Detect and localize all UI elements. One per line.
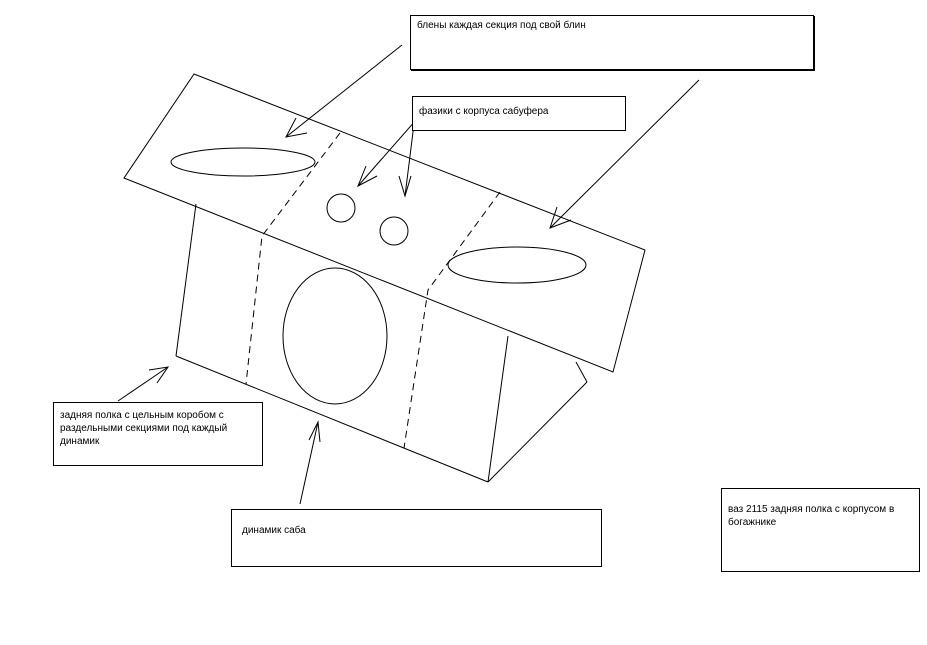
- subwoofer-speaker: [282, 267, 388, 405]
- box-right-edge: [487, 335, 509, 483]
- box-left-edge: [175, 203, 197, 357]
- shelf-panel: [123, 73, 646, 373]
- arrow-pancake-left: [285, 44, 403, 138]
- pancake-speaker-right: [447, 246, 587, 284]
- box-right-back: [575, 361, 588, 383]
- phase-port-2: [379, 216, 409, 246]
- pancake-speaker-left: [170, 147, 316, 177]
- arrow-port-2: [404, 123, 415, 197]
- arrow-port-1: [357, 119, 417, 187]
- label-sub-speaker: динамик саба: [231, 509, 602, 567]
- label-rear-shelf: задняя полка с цельным коробом с раздель…: [53, 402, 263, 466]
- arrow-sub-speaker: [299, 421, 319, 505]
- arrow-pancake-right: [549, 79, 700, 229]
- box-bottom-front: [175, 355, 489, 483]
- divider-left: [245, 132, 341, 385]
- box-bottom-right: [487, 381, 588, 483]
- label-vaz: ваз 2115 задняя полка с корпусом в богаж…: [721, 488, 920, 572]
- arrow-rear-shelf: [117, 366, 169, 402]
- phase-port-1: [326, 193, 356, 223]
- divider-right: [403, 191, 501, 449]
- section-dividers: [245, 132, 501, 449]
- label-pancakes: блены каждая секция под свой блин: [410, 15, 814, 70]
- arrows: [117, 44, 700, 505]
- label-phase-ports: фазики с корпуса сабуфера: [412, 96, 626, 131]
